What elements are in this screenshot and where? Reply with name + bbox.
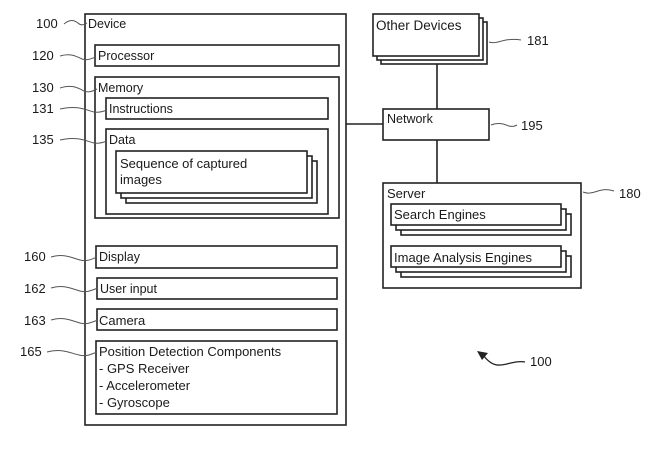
data-label: Data bbox=[109, 133, 135, 147]
server-leader-line bbox=[582, 189, 615, 194]
image-analysis-engines-label: Image Analysis Engines bbox=[394, 250, 533, 265]
other-devices-ref: 181 bbox=[527, 33, 549, 48]
memory-ref: 130 bbox=[32, 80, 54, 95]
user-input-ref: 162 bbox=[24, 281, 46, 296]
position-detection-box bbox=[95, 340, 338, 415]
processor-box bbox=[94, 44, 340, 67]
device-leader-line bbox=[63, 20, 88, 26]
server-label: Server bbox=[387, 186, 426, 201]
processor-ref: 120 bbox=[32, 48, 54, 63]
network-ref: 195 bbox=[521, 118, 543, 133]
processor-leader-line bbox=[59, 54, 97, 61]
instructions-leader-line bbox=[59, 107, 108, 113]
system-ref-arrow-line bbox=[482, 354, 526, 366]
instructions-label: Instructions bbox=[109, 102, 173, 116]
position-item-gyroscope: - Gyroscope bbox=[99, 395, 170, 410]
user-input-label: User input bbox=[100, 282, 157, 296]
captured-images-label-line2: images bbox=[120, 172, 162, 187]
instructions-box bbox=[105, 97, 329, 120]
server-ref: 180 bbox=[619, 186, 641, 201]
device-ref: 100 bbox=[36, 16, 58, 31]
other-devices-stack-front bbox=[372, 13, 480, 57]
other-devices-label: Other Devices bbox=[376, 18, 462, 33]
instructions-ref: 131 bbox=[32, 101, 54, 116]
camera-label: Camera bbox=[99, 313, 146, 328]
position-detection-ref: 165 bbox=[20, 344, 42, 359]
device-label: Device bbox=[88, 17, 126, 31]
other-devices-leader-line bbox=[488, 38, 522, 44]
network-leader-line bbox=[490, 122, 518, 127]
system-ref-arrowhead-icon bbox=[477, 351, 488, 360]
display-label: Display bbox=[99, 250, 141, 264]
memory-leader-line bbox=[59, 85, 98, 93]
position-detection-leader-line bbox=[46, 350, 98, 357]
camera-box bbox=[96, 308, 338, 331]
processor-label: Processor bbox=[98, 49, 154, 63]
search-engines-label: Search Engines bbox=[394, 207, 486, 222]
position-item-accelerometer: - Accelerometer bbox=[99, 378, 191, 393]
data-ref: 135 bbox=[32, 132, 54, 147]
data-leader-line bbox=[59, 138, 108, 144]
captured-images-stack-front bbox=[115, 150, 308, 194]
system-ref: 100 bbox=[530, 354, 552, 369]
display-leader-line bbox=[50, 255, 98, 262]
memory-label: Memory bbox=[98, 81, 144, 95]
camera-leader-line bbox=[50, 318, 99, 325]
image-analysis-engines-stack-front bbox=[390, 245, 562, 268]
position-item-gps: - GPS Receiver bbox=[99, 361, 190, 376]
camera-ref: 163 bbox=[24, 313, 46, 328]
user-input-leader-line bbox=[50, 286, 99, 293]
captured-images-label-line1: Sequence of captured bbox=[120, 156, 247, 171]
search-engines-stack-front bbox=[390, 203, 562, 226]
display-ref: 160 bbox=[24, 249, 46, 264]
network-label: Network bbox=[387, 112, 434, 126]
network-box bbox=[382, 108, 490, 141]
position-detection-label: Position Detection Components bbox=[99, 344, 282, 359]
